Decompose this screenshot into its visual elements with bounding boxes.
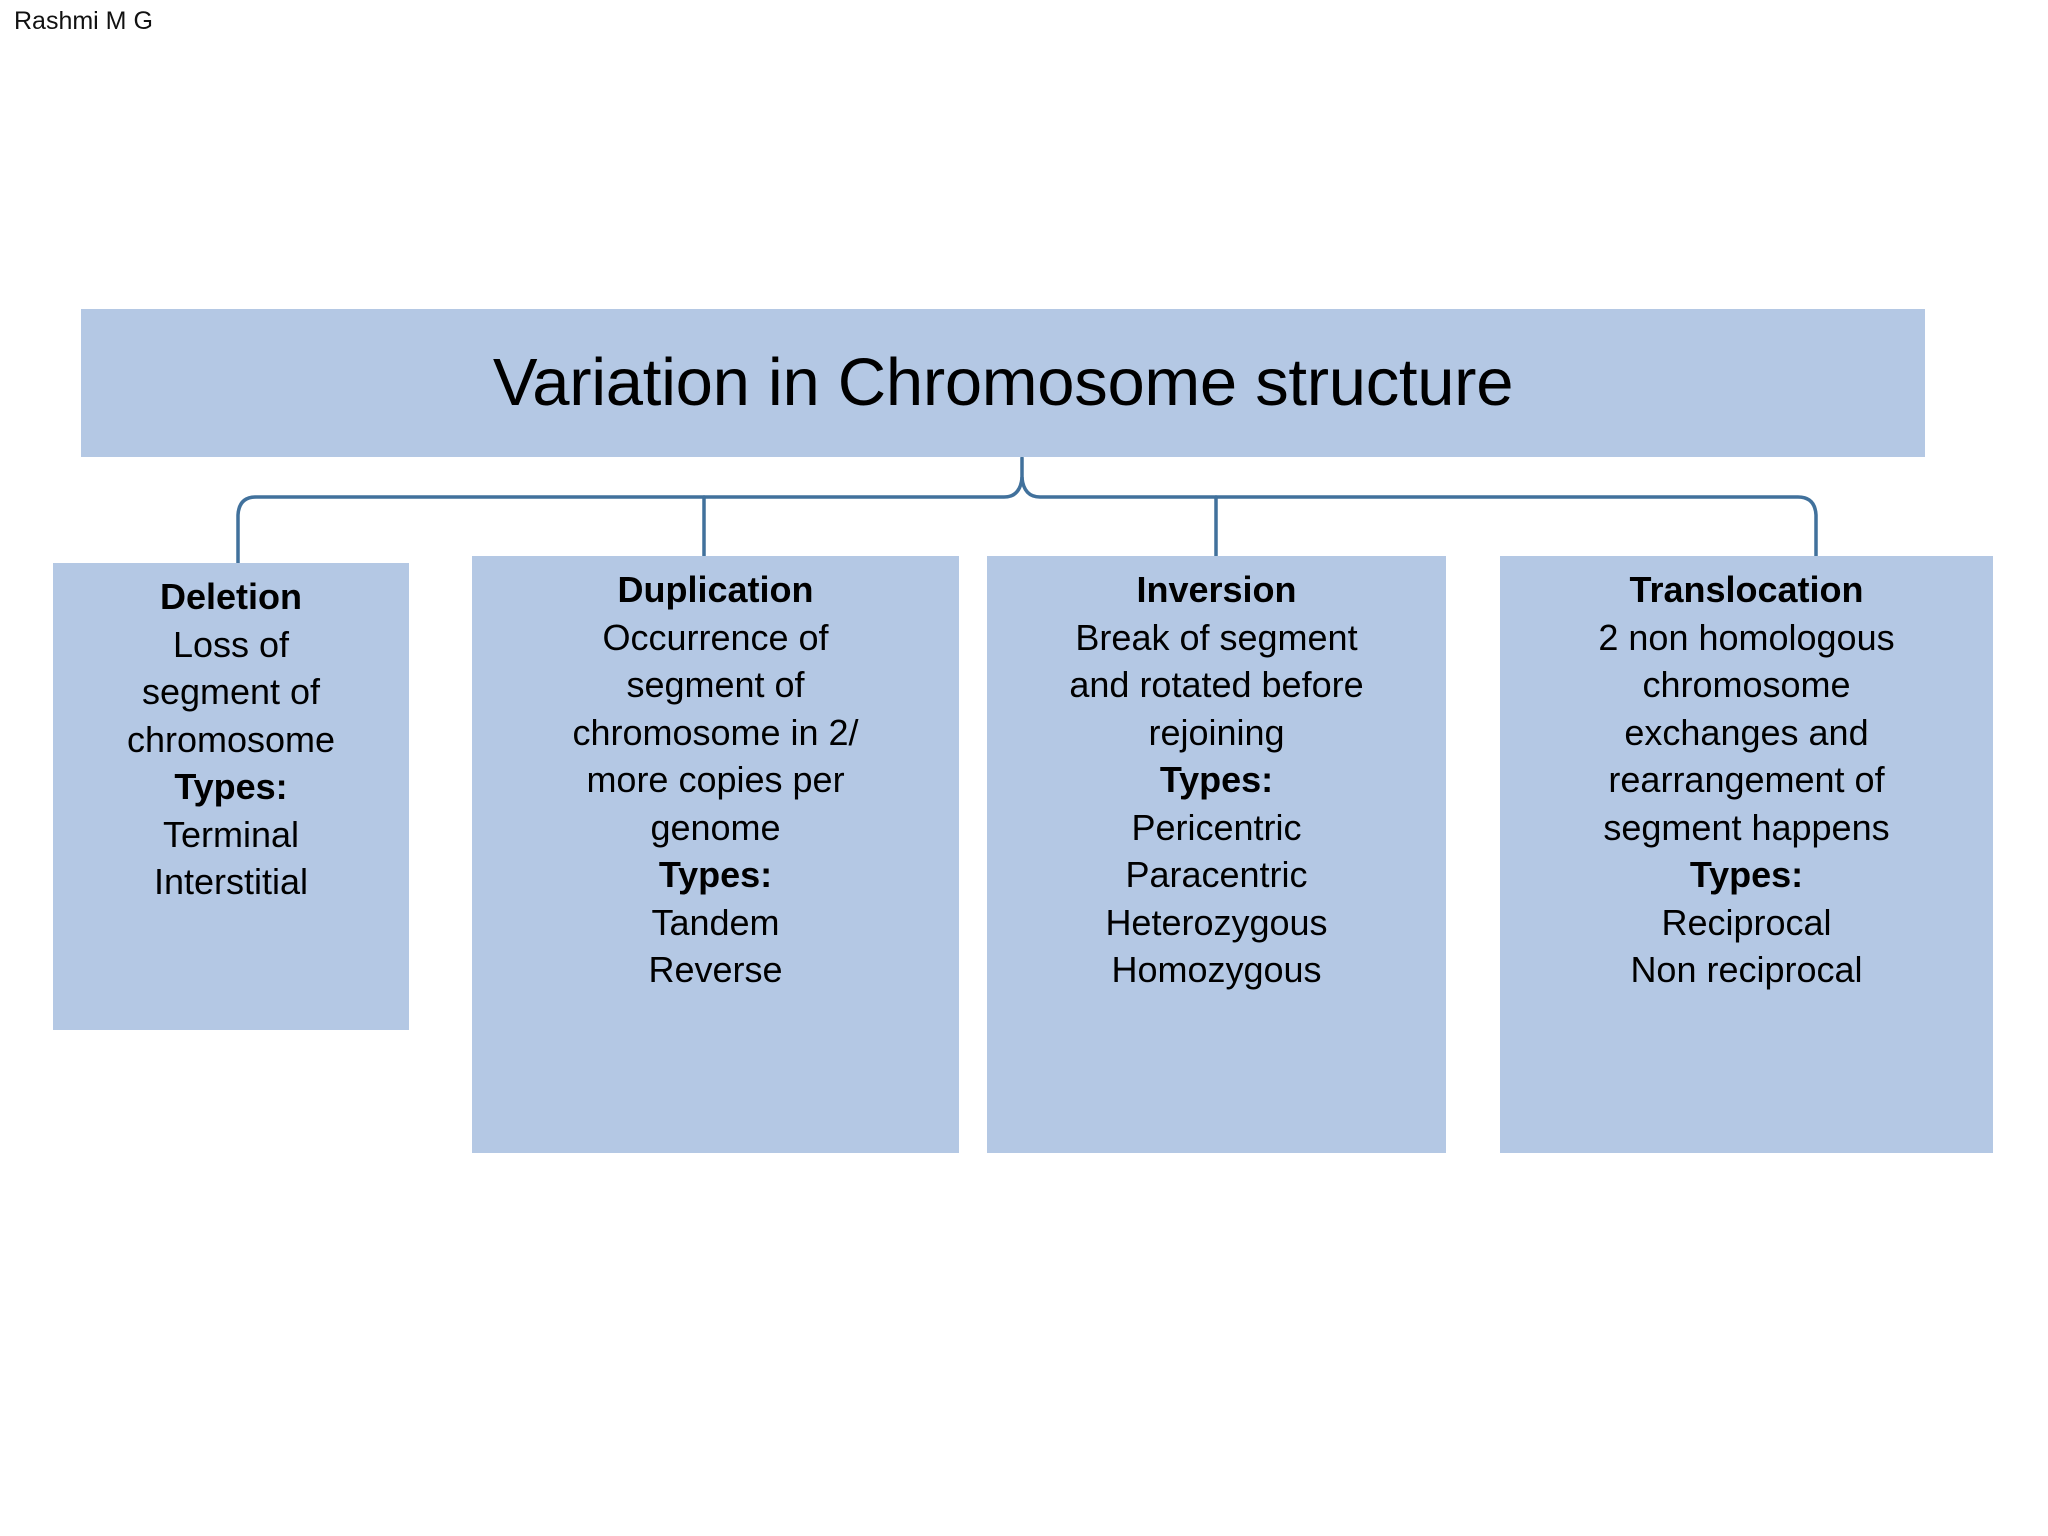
branch-line: chromosome bbox=[1642, 664, 1851, 706]
branch-heading: Duplication bbox=[617, 569, 814, 610]
branch-line: Loss of bbox=[172, 623, 290, 665]
branch-line: 2 non homologous bbox=[1598, 616, 1895, 658]
diagram-title-box: Variation in Chromosome structure bbox=[81, 309, 1925, 457]
branch-heading: Inversion bbox=[1136, 569, 1297, 610]
branch-line: rejoining bbox=[1148, 711, 1285, 753]
branch-line: Occurrence of bbox=[602, 616, 829, 658]
branch-line: Interstitial bbox=[153, 861, 309, 903]
branch-line: Break of segment bbox=[1075, 616, 1358, 658]
branch-line: Reciprocal bbox=[1661, 901, 1832, 943]
branch-line: segment of bbox=[626, 664, 805, 706]
branch-line: and rotated before bbox=[1069, 664, 1364, 706]
branch-box-inversion: Inversion Break of segment and rotated b… bbox=[987, 556, 1446, 1153]
branch-types-label: Types: bbox=[1689, 854, 1804, 896]
branch-types-label: Types: bbox=[1159, 759, 1274, 801]
branch-heading: Deletion bbox=[159, 576, 302, 617]
page-title: Variation in Chromosome structure bbox=[492, 344, 1514, 420]
branch-box-deletion: Deletion Loss of segment of chromosome T… bbox=[53, 563, 409, 1030]
branch-line: rearrangement of bbox=[1608, 759, 1885, 801]
branch-line: Paracentric bbox=[1125, 854, 1308, 896]
branch-line: chromosome in 2/ bbox=[572, 711, 859, 753]
branch-line: chromosome bbox=[126, 718, 336, 760]
branch-line: segment happens bbox=[1603, 806, 1890, 848]
branch-box-translocation: Translocation 2 non homologous chromosom… bbox=[1500, 556, 1993, 1153]
branch-line: Terminal bbox=[162, 813, 300, 855]
branch-line: Non reciprocal bbox=[1630, 949, 1863, 991]
branch-line: Heterozygous bbox=[1105, 901, 1328, 943]
branch-box-duplication: Duplication Occurrence of segment of chr… bbox=[472, 556, 959, 1153]
branch-types-label: Types: bbox=[658, 854, 773, 896]
branch-line: more copies per bbox=[586, 759, 845, 801]
branch-line: Pericentric bbox=[1131, 806, 1302, 848]
branch-types-label: Types: bbox=[174, 766, 288, 808]
author-byline: Rashmi M G bbox=[14, 7, 153, 35]
branch-line: genome bbox=[650, 806, 781, 848]
branch-line: Reverse bbox=[648, 949, 783, 991]
branch-heading: Translocation bbox=[1629, 569, 1864, 610]
branch-line: exchanges and bbox=[1624, 711, 1869, 753]
branch-line: Homozygous bbox=[1111, 949, 1322, 991]
branch-line: Tandem bbox=[651, 901, 780, 943]
branch-line: segment of bbox=[141, 671, 321, 713]
